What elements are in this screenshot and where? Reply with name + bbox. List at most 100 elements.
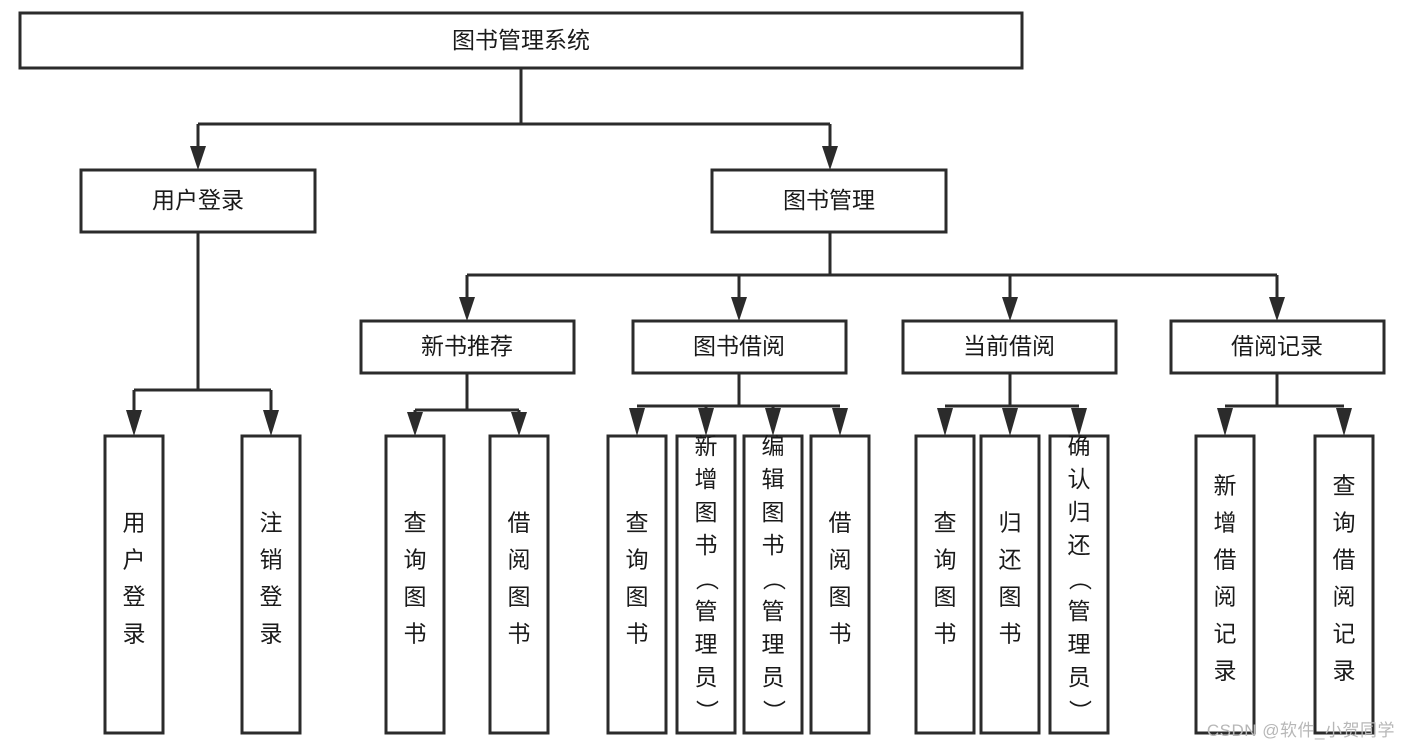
svg-text:归: 归 <box>999 510 1022 536</box>
svg-text:管: 管 <box>695 598 718 624</box>
arrowhead-leaf-return-book <box>1002 408 1018 436</box>
arrowhead-leaf-user-login <box>126 410 142 436</box>
svg-text:书: 书 <box>626 621 649 647</box>
leaf-borrow-book-2-box[interactable] <box>809 434 871 735</box>
node-user-login[interactable]: 用户登录 <box>79 168 317 234</box>
svg-text:书: 书 <box>934 621 957 647</box>
leaf-query-book-3-box[interactable] <box>914 434 976 735</box>
node-new-book-recommend-box[interactable] <box>359 319 576 375</box>
svg-text:理: 理 <box>695 631 718 657</box>
node-book-management-box[interactable] <box>710 168 948 234</box>
svg-text:询: 询 <box>934 547 957 573</box>
svg-text:归: 归 <box>1068 499 1091 525</box>
node-user-login-box[interactable] <box>79 168 317 234</box>
leaf-query-record-box[interactable] <box>1313 434 1375 735</box>
node-root-box[interactable] <box>18 11 1024 70</box>
svg-text:新: 新 <box>695 433 718 459</box>
svg-text:户: 户 <box>123 547 146 573</box>
edges-root-to-level2 <box>190 68 838 170</box>
node-book-borrow[interactable]: 图书借阅 <box>631 319 848 375</box>
arrowhead-leaf-query-book-2 <box>629 408 645 436</box>
svg-text:图: 图 <box>829 584 852 610</box>
edges-book-borrow-to-leaves <box>629 373 848 436</box>
svg-text:图: 图 <box>508 584 531 610</box>
leaf-logout-box[interactable] <box>240 434 302 735</box>
svg-text:书: 书 <box>829 621 852 647</box>
arrowhead-book-borrow <box>731 297 747 321</box>
svg-text:图: 图 <box>404 584 427 610</box>
node-book-management[interactable]: 图书管理 <box>710 168 948 234</box>
leaf-add-book-box[interactable] <box>675 434 737 735</box>
arrowhead-leaf-confirm-return <box>1071 408 1087 436</box>
svg-text:员: 员 <box>762 664 785 690</box>
node-user-login-label: 用户登录 <box>152 187 244 213</box>
arrowhead-book-management <box>822 146 838 170</box>
svg-text:确: 确 <box>1068 433 1091 459</box>
svg-text:图: 图 <box>762 499 785 525</box>
svg-text:书: 书 <box>695 532 718 558</box>
svg-text:阅: 阅 <box>1333 584 1356 610</box>
node-borrow-record-box[interactable] <box>1169 319 1386 375</box>
svg-text:借: 借 <box>1214 547 1237 573</box>
svg-text:员: 员 <box>1068 664 1091 690</box>
arrowhead-leaf-query-book-3 <box>937 408 953 436</box>
svg-text:还: 还 <box>999 547 1022 573</box>
svg-text:借: 借 <box>829 510 852 536</box>
edges-new-book-recommend-to-leaves <box>407 373 527 436</box>
leaf-user-login-box[interactable] <box>103 434 165 735</box>
svg-text:员: 员 <box>695 664 718 690</box>
leaf-add-record-box[interactable] <box>1194 434 1256 735</box>
arrowhead-leaf-query-record <box>1336 408 1352 436</box>
node-new-book-recommend[interactable]: 新书推荐 <box>359 319 576 375</box>
leaf-user-login[interactable]: 用户登录 <box>103 434 165 735</box>
csdn-watermark: CSDN @软件_小贺同学 <box>1206 721 1395 740</box>
arrowhead-leaf-add-book <box>698 408 714 436</box>
leaf-query-book-2-box[interactable] <box>606 434 668 735</box>
svg-text:查: 查 <box>934 510 957 536</box>
svg-text:记: 记 <box>1333 621 1356 647</box>
leaf-edit-book-box[interactable] <box>742 434 804 735</box>
svg-text:（: （ <box>1067 568 1093 591</box>
leaf-borrow-book-1-box[interactable] <box>488 434 550 735</box>
svg-text:）: ） <box>694 700 720 723</box>
svg-text:图: 图 <box>999 584 1022 610</box>
node-root[interactable]: 图书管理系统 <box>18 11 1024 70</box>
edges-book-management-to-level3 <box>459 232 1285 321</box>
svg-text:新: 新 <box>1214 473 1237 499</box>
leaf-query-book-1-box[interactable] <box>384 434 446 735</box>
svg-text:询: 询 <box>1333 510 1356 536</box>
node-book-borrow-label: 图书借阅 <box>693 333 785 359</box>
leaf-return-book-box[interactable] <box>979 434 1041 735</box>
svg-text:登: 登 <box>123 584 146 610</box>
node-current-borrow[interactable]: 当前借阅 <box>901 319 1118 375</box>
svg-text:录: 录 <box>1333 658 1356 684</box>
node-borrow-record[interactable]: 借阅记录 <box>1169 319 1386 375</box>
svg-text:阅: 阅 <box>1214 584 1237 610</box>
leaf-confirm-return-box[interactable] <box>1048 434 1110 735</box>
edges-current-borrow-to-leaves <box>937 373 1087 436</box>
node-current-borrow-label: 当前借阅 <box>963 333 1055 359</box>
svg-text:还: 还 <box>1068 532 1091 558</box>
node-book-borrow-box[interactable] <box>631 319 848 375</box>
node-current-borrow-box[interactable] <box>901 319 1118 375</box>
svg-text:记: 记 <box>1214 621 1237 647</box>
arrowhead-borrow-record <box>1269 297 1285 321</box>
